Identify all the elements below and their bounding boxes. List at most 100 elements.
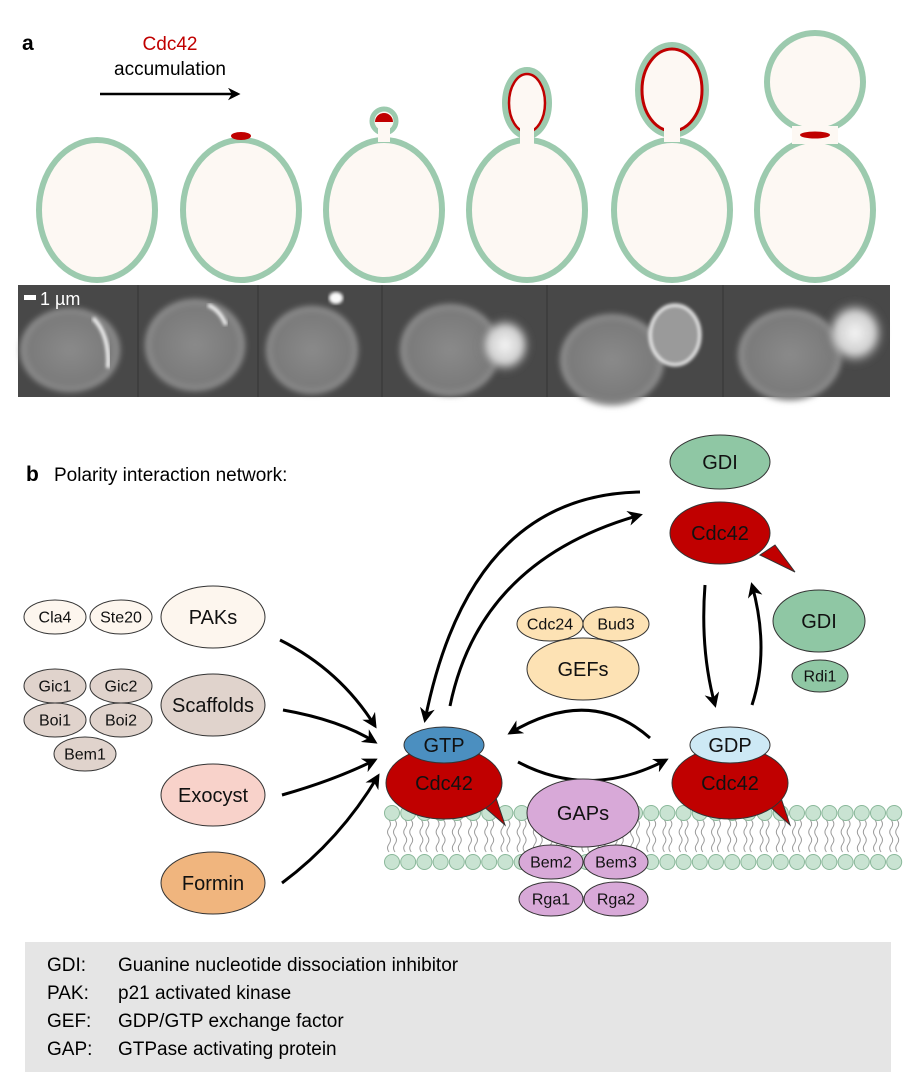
lipid-head [853,805,870,821]
lipid-tail [441,819,446,853]
lipid-tail [792,819,796,853]
node-shape [89,599,153,635]
node-bem3: Bem3 [583,844,649,880]
lipid-tail [387,819,391,853]
legend-abbr: PAK: [47,983,89,1004]
lipid-tail [522,819,527,853]
lipid-tail [668,819,673,853]
micrograph-5 [560,303,702,406]
node-label: PAKs [189,607,238,629]
node-label: GEFs [557,659,608,681]
node-shape [403,726,485,764]
node-bud3: Bud3 [582,606,650,642]
lipid-tail [765,819,770,853]
panel-b-title: Polarity interaction network: [54,465,287,486]
arrow-gdp-to-gdi-complex [747,582,763,706]
node-label: Gic2 [105,679,138,696]
lipid-tail [474,819,478,853]
node-label: Exocyst [178,785,248,807]
lipid-tail [798,819,802,853]
lipid-head [870,854,886,870]
lipid-tail [652,819,657,853]
legend-text: Guanine nucleotide dissociation inhibito… [118,955,459,976]
node-gtp: GTP [403,726,485,764]
lipid-tail [846,819,851,853]
lipid-head [789,854,805,870]
lipid-tail [694,819,699,853]
lipid-head [870,805,886,821]
lipid-head [805,805,822,821]
node-bem2: Bem2 [518,844,584,880]
cell-stage-4 [466,67,588,283]
arrow-title-cdc42: Cdc42 [143,34,198,55]
lipid-tail [727,819,732,853]
lipid-head [448,854,465,870]
lipid-tail [781,819,786,853]
legend: GDI: Guanine nucleotide dissociation inh… [47,955,459,1060]
cell-stage-1 [36,137,158,283]
node-label: Gic1 [39,679,72,696]
node-shape [526,778,640,848]
micrograph-3 [266,292,358,394]
node-shape [669,501,771,565]
node-boi2: Boi2 [89,702,153,738]
node-cdc24: Cdc24 [516,606,584,642]
scale-bar-label: 1 µm [40,289,80,309]
arrow-gdp-to-gtp [507,708,651,740]
node-shape [160,763,266,827]
lipid-tail [830,819,835,853]
node-boi1: Boi1 [23,702,87,738]
node-shape [582,606,650,642]
node-label: Cla4 [39,610,72,627]
lipid-tail [862,819,867,853]
lipid-tail [403,819,408,853]
lipid-head [837,854,854,870]
node-shape [160,851,266,915]
arrow-gtp-to-gdp [517,758,669,782]
node-label: GTP [423,735,464,757]
cell-stage-2 [180,132,302,283]
node-rdi1: Rdi1 [791,659,849,693]
node-label: Rga2 [597,892,635,909]
arrow-cdc42-to-gdp [702,584,720,708]
node-cla4: Cla4 [23,599,87,635]
lipid-head [805,854,822,870]
lipid-head [756,854,773,870]
lipid-tail [717,819,721,853]
legend-abbr: GDI: [47,955,86,976]
micrograph-2 [145,299,245,391]
lipid-tail [662,819,667,853]
cell-stage-5 [611,42,733,283]
panel-a-label: a [22,32,34,55]
node-rga1: Rga1 [518,881,584,917]
lipid-tail [840,819,845,853]
lipid-head [400,854,417,870]
node-label: Boi2 [105,713,137,730]
lipid-head [384,805,400,821]
node-label: Boi1 [39,713,71,730]
cell-stage-3 [323,106,445,283]
lipid-head [691,854,708,870]
node-cdc42-top: Cdc42 [669,501,796,573]
lipid-tail [500,819,505,853]
lipid-head [659,854,676,870]
node-label: Scaffolds [172,695,254,717]
lipid-tail [808,819,813,853]
lipid-tail [393,819,397,853]
lipid-tail [457,819,462,853]
lipid-tail [711,819,715,853]
lipid-tail [733,819,738,853]
lipid-head [659,805,676,821]
lipid-head [675,854,692,870]
node-shape [23,702,87,738]
lipid-tail [856,819,861,853]
node-label: GAPs [557,803,609,825]
lipid-head [837,805,854,821]
lipid-head [821,854,838,870]
node-exocyst: Exocyst [160,763,266,827]
node-label: Formin [182,873,244,895]
node-shape [518,844,584,880]
lipid-head [708,854,724,870]
lipid-tail [636,819,640,853]
